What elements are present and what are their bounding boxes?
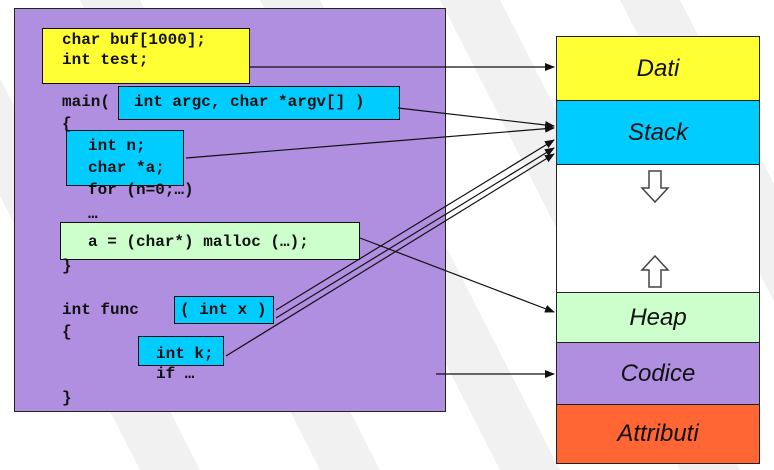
stack-grows-down-arrow-icon	[640, 170, 670, 204]
memory-segment-heap: Heap	[556, 292, 760, 344]
code-line-malloc: a = (char*) malloc (…);	[88, 233, 309, 251]
func-locals-highlight	[138, 336, 224, 366]
memory-label-stack: Stack	[627, 119, 689, 146]
code-line-main-params: int argc, char *argv[] )	[134, 93, 365, 111]
memory-label-dati: Dati	[636, 55, 680, 82]
main-params-highlight	[118, 86, 400, 120]
code-line-char-a: char *a;	[88, 159, 165, 177]
code-line-int-k: int k;	[156, 345, 214, 363]
memory-label-attributi: Attributi	[617, 420, 699, 447]
memory-segment-stack: Stack	[556, 100, 760, 166]
code-line-main: main(	[62, 93, 111, 111]
memory-segment-dati: Dati	[556, 36, 760, 102]
memory-label-codice: Codice	[620, 360, 696, 387]
code-line-func-close-brace: }	[62, 389, 72, 407]
code-line-test: int test;	[62, 51, 149, 69]
globals-highlight	[42, 28, 250, 84]
code-line-func: int func	[62, 301, 139, 319]
code-line-close-brace: }	[62, 257, 72, 275]
code-line-func-open-brace: {	[62, 323, 72, 341]
code-line-ellipsis: …	[88, 205, 98, 223]
memory-segment-codice: Codice	[556, 342, 760, 406]
code-line-func-params: ( int x )	[180, 301, 267, 319]
code-line-if: if …	[156, 365, 195, 383]
code-line-buf: char buf[1000];	[62, 31, 207, 49]
code-line-int-n: int n;	[88, 137, 146, 155]
main-locals-highlight	[66, 130, 184, 186]
code-line-for: for (n=0;…)	[88, 181, 194, 199]
memory-segment-attributi: Attributi	[556, 404, 760, 464]
memory-label-heap: Heap	[629, 304, 687, 331]
heap-grows-up-arrow-icon	[640, 254, 670, 288]
code-line-open-brace: {	[62, 115, 72, 133]
